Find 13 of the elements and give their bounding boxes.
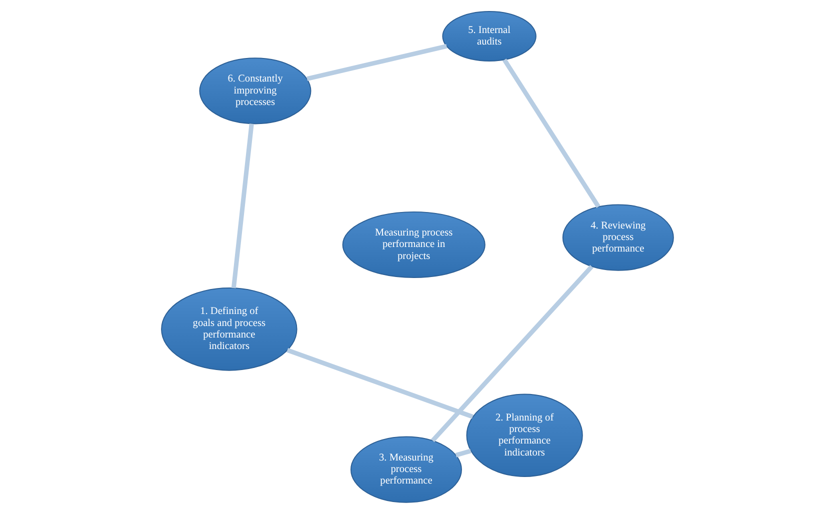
node-ellipse: 5. Internal audits — [442, 10, 536, 61]
connector — [231, 123, 254, 288]
node-ellipse: Measuring process performance in projects — [342, 210, 486, 278]
node-ellipse: 4. Reviewing process performance — [562, 204, 674, 270]
node-ellipse: 2. Planning of process performance indicators — [466, 393, 583, 477]
node-ellipse: 6. Constantly improving processes — [199, 57, 312, 124]
connector — [502, 58, 600, 208]
connector — [455, 448, 472, 457]
connector — [430, 264, 594, 442]
node-ellipse: 3. Measuring process performance — [350, 436, 462, 502]
node-ellipse: 1. Defining of goals and process performance indicators — [161, 287, 298, 370]
connector — [306, 44, 448, 81]
connector — [286, 347, 474, 418]
